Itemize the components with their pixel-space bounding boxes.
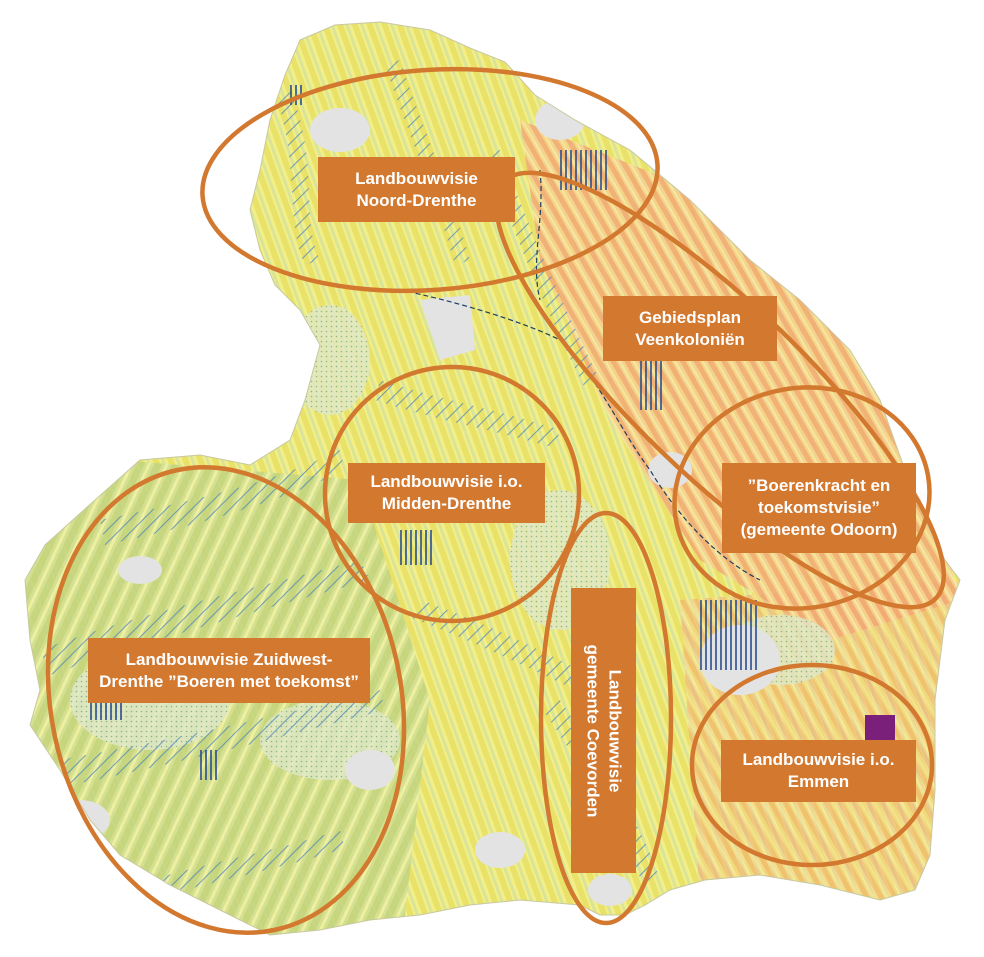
- region-ellipse-noord-drenthe: [200, 66, 660, 294]
- region-ellipse-odoorn: [672, 385, 932, 611]
- label-veenkolonien: Gebiedsplan Veenkoloniën: [603, 296, 777, 361]
- label-emmen: Landbouwvisie i.o. Emmen: [721, 740, 916, 802]
- label-noord-drenthe: Landbouwvisie Noord-Drenthe: [318, 157, 515, 222]
- region-ellipse-zuidwest-drenthe: [45, 465, 407, 935]
- label-midden-drenthe: Landbouwvisie i.o. Midden-Drenthe: [348, 463, 545, 523]
- label-coevorden: Landbouwvisie gemeente Coevorden: [571, 588, 636, 873]
- label-zuidwest-drenthe: Landbouwvisie Zuidwest- Drenthe ”Boeren …: [88, 638, 370, 703]
- region-ellipse-emmen: [689, 662, 935, 868]
- region-ellipse-midden-drenthe: [322, 364, 582, 624]
- label-odoorn: ”Boerenkracht en toekomstvisie” (gemeent…: [722, 463, 916, 553]
- region-ellipse-coevorden: [538, 510, 674, 926]
